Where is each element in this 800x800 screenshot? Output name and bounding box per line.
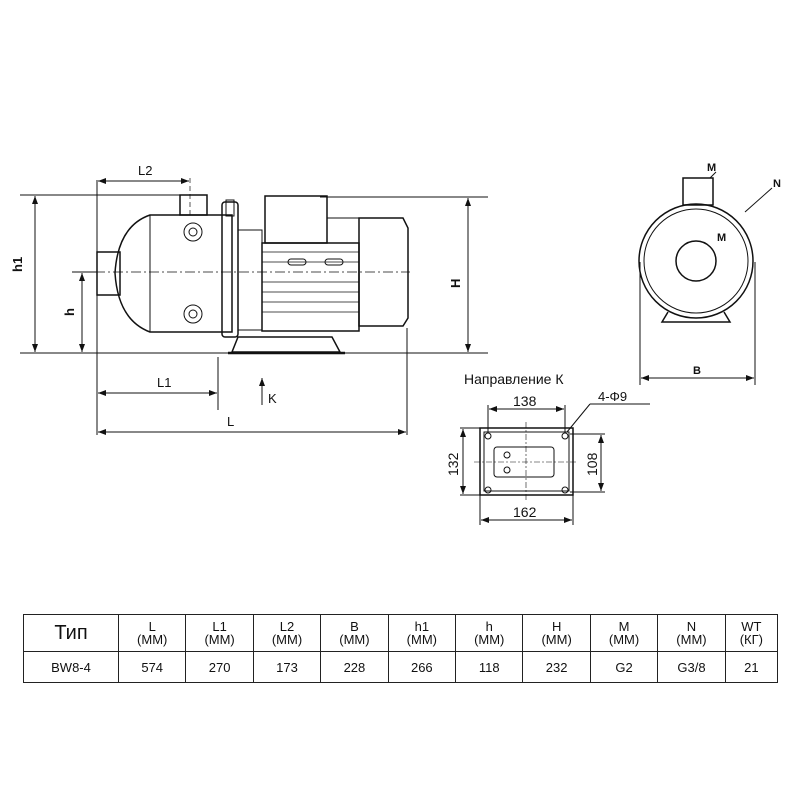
header-cell: h(MM)	[455, 614, 524, 652]
dim-138: 138	[513, 393, 537, 409]
label-B: B	[693, 365, 701, 377]
label-holes: 4-Φ9	[598, 389, 627, 404]
col-name: N	[686, 619, 697, 634]
label-N: N	[773, 178, 781, 190]
label-H: H	[448, 279, 463, 288]
dim-108: 108	[584, 452, 600, 476]
dim-162: 162	[513, 504, 537, 520]
base-view-title: Направление К	[464, 371, 564, 387]
col-unit: (MM)	[339, 632, 370, 647]
cell-value: 228	[320, 651, 389, 683]
header-cell: B(MM)	[320, 614, 389, 652]
col-unit: (КГ)	[739, 632, 763, 647]
col-unit: (MM)	[271, 632, 303, 647]
col-unit: (MM)	[474, 632, 505, 647]
label-L1: L1	[157, 375, 171, 390]
cell-value: G3/8	[657, 651, 726, 683]
cell-type: BW8-4	[23, 651, 119, 683]
header-type: Тип	[23, 614, 119, 652]
col-unit: (MM)	[204, 632, 235, 647]
label-M-top: M	[707, 162, 716, 174]
col-name: L1	[212, 619, 227, 634]
header-cell: h1(MM)	[387, 614, 457, 652]
col-unit: (MM)	[541, 632, 572, 647]
cell-value: 574	[117, 651, 187, 683]
header-cell: L1(MM)	[185, 614, 254, 652]
spec-table: Тип L(MM) L1(MM) L2(MM) B(MM) h1(MM) h(M…	[23, 614, 779, 683]
col-unit: (MM)	[137, 632, 168, 647]
label-h1: h1	[10, 257, 25, 272]
label-L2: L2	[138, 163, 152, 178]
cell-value: 118	[455, 651, 524, 683]
cell-value: 270	[185, 651, 254, 683]
label-K: K	[268, 391, 277, 406]
header-cell: WT(КГ)	[724, 614, 779, 652]
header-cell: L(MM)	[117, 614, 187, 652]
cell-value: 21	[724, 651, 779, 683]
label-L: L	[227, 414, 234, 429]
col-name: L	[148, 619, 156, 634]
dim-132: 132	[445, 452, 461, 476]
cell-value: 232	[522, 651, 591, 683]
header-cell: N(MM)	[657, 614, 726, 652]
cell-value: G2	[589, 651, 659, 683]
header-cell: L2(MM)	[252, 614, 322, 652]
col-name: M	[618, 619, 630, 634]
col-unit: (MM)	[608, 632, 640, 647]
header-cell: H(MM)	[522, 614, 591, 652]
pump-drawing: L2 h1 h H L1 K L M M N B Направление К 4…	[10, 162, 781, 525]
col-name: L2	[279, 619, 295, 634]
label-h: h	[62, 308, 77, 316]
col-name: WT	[741, 619, 762, 634]
cell-value: 173	[252, 651, 322, 683]
base-view-k	[460, 403, 650, 525]
col-name: H	[551, 619, 562, 634]
pump-end-view	[638, 171, 773, 385]
col-name: B	[350, 619, 359, 634]
col-unit: (MM)	[406, 632, 437, 647]
col-name: h1	[414, 619, 430, 634]
col-name: h	[485, 619, 493, 634]
col-unit: (MM)	[676, 632, 707, 647]
cell-value: 266	[387, 651, 457, 683]
label-M-center: M	[717, 232, 726, 244]
header-cell: M(MM)	[589, 614, 659, 652]
pump-side-view	[95, 178, 410, 355]
table-row: BW8-4 574 270 173 228 266 118 232 G2 G3/…	[23, 651, 779, 683]
table-header-row: Тип L(MM) L1(MM) L2(MM) B(MM) h1(MM) h(M…	[23, 614, 779, 652]
